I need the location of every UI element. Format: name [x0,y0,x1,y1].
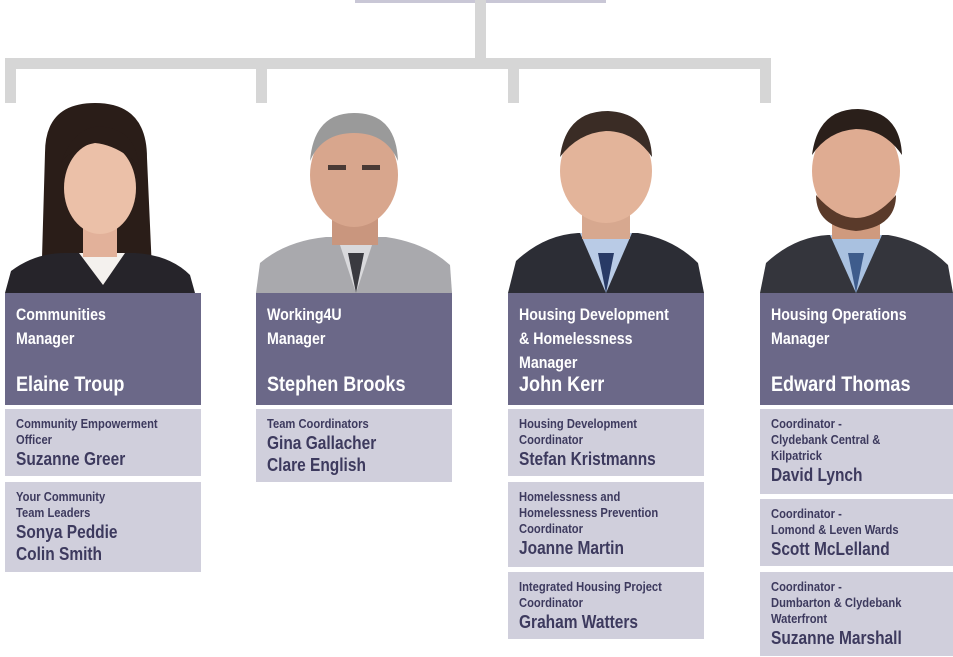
report-role-line: Coordinator [519,521,583,536]
report-role-line: Clydebank Central & [771,432,881,447]
manager-name: Edward Thomas [771,373,911,396]
manager-role-line: Housing Development [519,306,669,324]
report-name: Colin Smith [16,544,102,564]
manager-name: Stephen Brooks [267,373,406,396]
manager-column-housing-operations: Housing Operations Manager Edward Thomas… [760,103,953,656]
connector-drop-4 [760,58,771,115]
report-name: Graham Watters [519,612,639,632]
manager-header-box: Housing Development & Homelessness Manag… [508,293,704,405]
report-role-line: Team Leaders [16,505,91,520]
report-role-line: Lomond & Leven Wards [771,522,899,537]
connector-drop-3 [508,58,519,115]
report-box: Homelessness and Homelessness Prevention… [508,482,704,567]
report-name: Stefan Kristmanns [519,449,656,469]
manager-name: Elaine Troup [16,373,125,396]
report-role-line: Community Empowerment [16,416,158,431]
report-box: Team Coordinators Gina Gallacher Clare E… [256,409,452,482]
connector-drop-1 [5,58,16,115]
report-role-line: Coordinator - [771,506,842,521]
connector-drop-2 [256,58,267,115]
report-box: Coordinator - Lomond & Leven Wards Scott… [760,499,953,566]
report-box: Coordinator - Clydebank Central & Kilpat… [760,409,953,494]
manager-header-box: Working4U Manager Stephen Brooks [256,293,452,405]
manager-role-line: Working4U [267,306,342,324]
report-role-line: Integrated Housing Project [519,579,662,594]
manager-role-line: Communities [16,306,106,324]
report-role-line: Dumbarton & Clydebank [771,595,902,610]
report-role-line: Team Coordinators [267,416,369,431]
manager-role-line: Housing Operations [771,306,907,324]
report-name: Suzanne Greer [16,449,126,469]
manager-role-line: Manager [519,354,578,372]
report-role-line: Coordinator [519,595,583,610]
report-name: Clare English [267,455,366,475]
report-role-line: Kilpatrick [771,448,822,463]
report-name: Joanne Martin [519,538,624,558]
manager-photo [760,103,953,293]
report-box: Community Empowerment Officer Suzanne Gr… [5,409,201,476]
report-box: Integrated Housing Project Coordinator G… [508,572,704,639]
connector-trunk [475,0,486,60]
report-role-line: Your Community [16,489,106,504]
manager-role-line: Manager [16,330,75,348]
report-box: Housing Development Coordinator Stefan K… [508,409,704,476]
report-name: Scott McLelland [771,539,890,559]
report-role-line: Housing Development [519,416,638,431]
manager-photo [508,103,704,293]
manager-column-communities: Communities Manager Elaine Troup Communi… [5,103,201,572]
report-box: Coordinator - Dumbarton & Clydebank Wate… [760,572,953,656]
manager-role-line: & Homelessness [519,330,633,348]
report-name: David Lynch [771,465,863,485]
manager-name: John Kerr [519,373,605,396]
report-role-line: Homelessness and [519,489,621,504]
manager-header-box: Housing Operations Manager Edward Thomas [760,293,953,405]
report-role-line: Coordinator - [771,416,842,431]
manager-role-line: Manager [267,330,326,348]
manager-role-line: Manager [771,330,830,348]
report-role-line: Homelessness Prevention [519,505,659,520]
manager-header-box: Communities Manager Elaine Troup [5,293,201,405]
connector-horizontal [5,58,771,69]
report-role-line: Officer [16,432,53,447]
manager-column-housing-development: Housing Development & Homelessness Manag… [508,103,704,639]
report-name: Gina Gallacher [267,433,377,453]
report-name: Suzanne Marshall [771,628,902,648]
report-role-line: Coordinator - [771,579,842,594]
report-role-line: Coordinator [519,432,583,447]
report-box: Your Community Team Leaders Sonya Peddie… [5,482,201,572]
report-role-line: Waterfront [771,611,828,626]
manager-photo [5,103,201,293]
report-name: Sonya Peddie [16,522,118,542]
manager-photo [256,103,452,293]
manager-column-working4u: Working4U Manager Stephen Brooks Team Co… [256,103,452,482]
